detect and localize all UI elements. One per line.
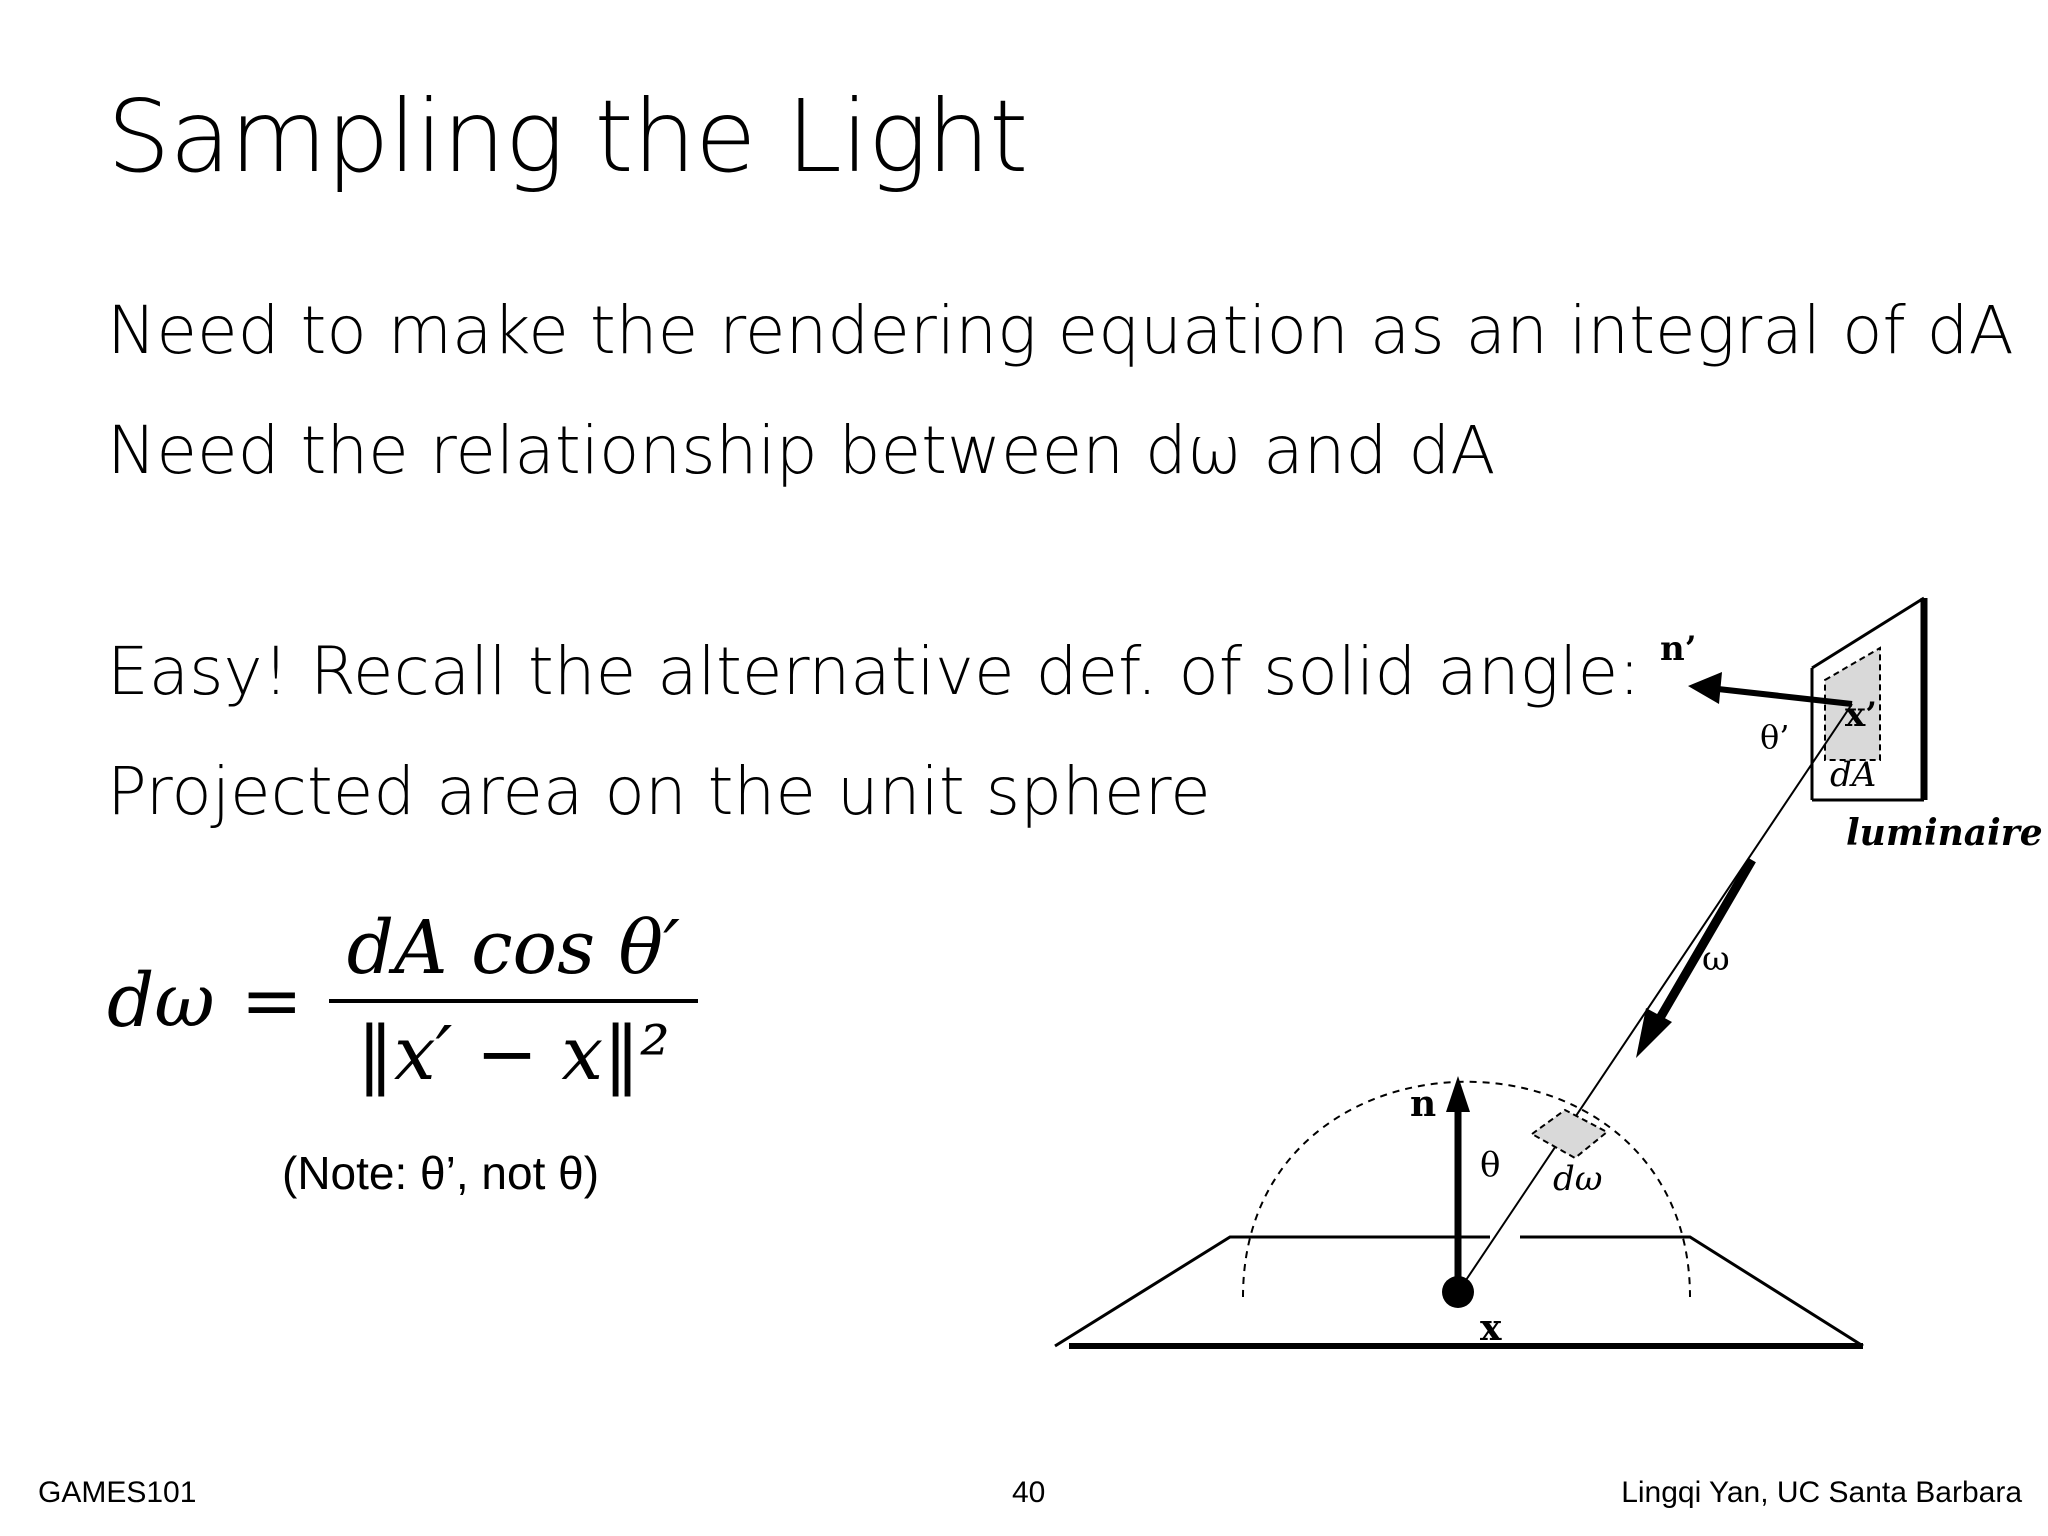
d-omega-patch	[1530, 1108, 1609, 1160]
formula-denominator: ‖x′ − x‖²	[356, 1011, 670, 1097]
bullet-integral-of-dA: Need to make the rendering equation as a…	[107, 292, 2014, 369]
unit-hemisphere	[1242, 1080, 1691, 1298]
label-n: n	[1410, 1083, 1436, 1125]
label-theta: θ	[1480, 1145, 1500, 1185]
luminaire-panel	[1810, 596, 1928, 802]
footer-course: GAMES101	[38, 1476, 197, 1509]
ground-plane	[1054, 1235, 1864, 1349]
omega-arrow	[1636, 857, 1756, 1058]
n-prime-arrow	[1688, 672, 1853, 707]
formula-numerator: dA cos θ′	[346, 905, 680, 991]
label-n-prime: n’	[1660, 629, 1697, 669]
label-d-omega: dω	[1553, 1159, 1603, 1199]
formula-lhs: dω	[107, 958, 215, 1044]
label-x-prime: x’	[1845, 695, 1877, 735]
formula-equals: =	[240, 958, 303, 1044]
label-luminaire: luminaire	[1846, 812, 2043, 854]
label-omega: ω	[1702, 939, 1730, 979]
label-x: x	[1480, 1307, 1502, 1349]
dA-patch	[1824, 646, 1881, 761]
footer-author: Lingqi Yan, UC Santa Barbara	[1621, 1476, 2022, 1509]
bullet-relationship: Need the relationship between dω and dA	[107, 412, 1496, 489]
label-theta-prime: θ’	[1760, 718, 1789, 756]
bullet-solid-angle-def: Easy! Recall the alternative def. of sol…	[107, 633, 1641, 710]
note-theta-prime: (Note: θ’, not θ)	[282, 1147, 600, 1199]
footer-page-number: 40	[1012, 1476, 1046, 1509]
point-x	[1442, 1276, 1474, 1308]
fraction-bar	[328, 999, 698, 1003]
n-arrow	[1446, 1076, 1470, 1292]
bullet-projected-area: Projected area on the unit sphere	[107, 753, 1211, 830]
ray-x-to-x-prime	[1457, 703, 1853, 1293]
formula-fraction: dA cos θ′ ‖x′ − x‖²	[328, 905, 698, 1097]
label-dA: dA	[1830, 755, 1876, 795]
slide-title: Sampling the Light	[107, 78, 1028, 195]
solid-angle-formula: dω = dA cos θ′ ‖x′ − x‖²	[107, 905, 698, 1097]
